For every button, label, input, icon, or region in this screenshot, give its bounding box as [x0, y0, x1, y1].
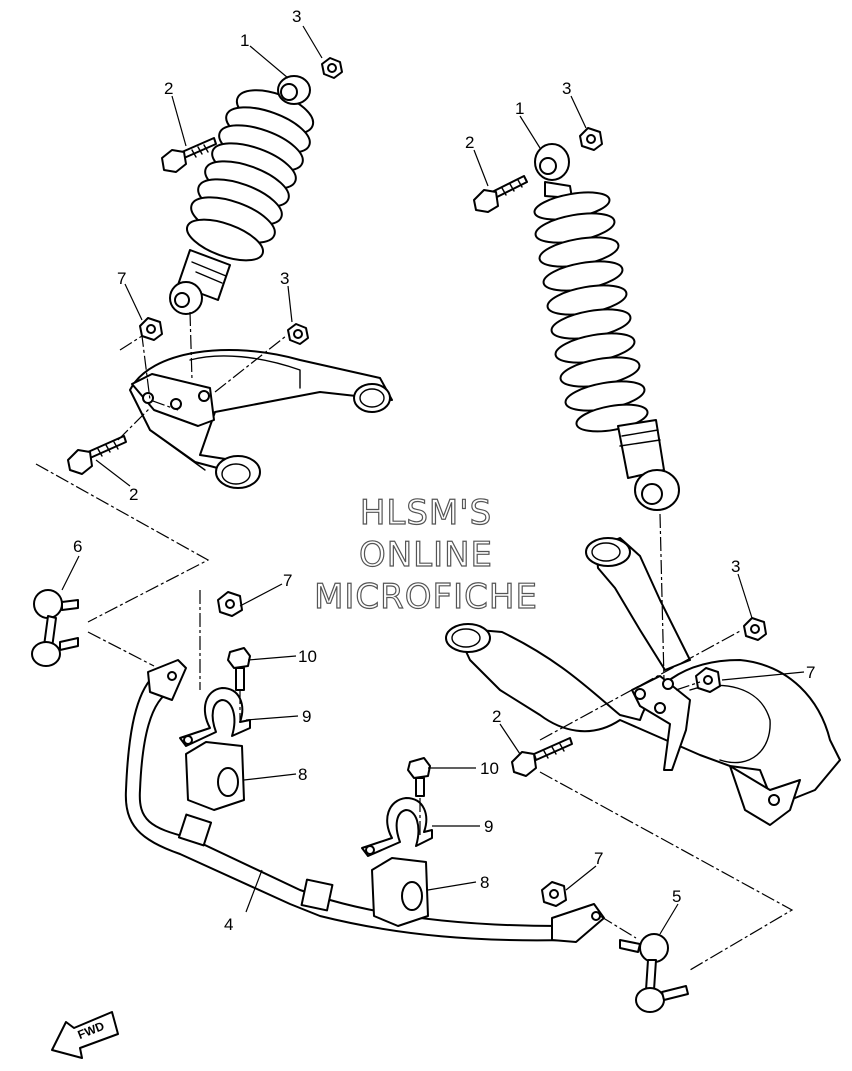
link-6	[31, 589, 79, 667]
left-upper-bolt	[161, 137, 217, 173]
callout-7: 7	[117, 269, 126, 288]
callout-8: 8	[480, 873, 489, 892]
callout-4: 4	[224, 915, 233, 934]
nut-7-right-bar	[541, 881, 567, 907]
watermark-line-2: ONLINE	[359, 535, 493, 575]
link-5	[619, 933, 689, 1013]
callout-10: 10	[480, 759, 499, 778]
callout-2: 2	[492, 707, 501, 726]
leader-lines	[61, 25, 805, 935]
right-upper-bolt	[473, 175, 528, 213]
watermark: HLSM'S ONLINE MICROFICHE	[313, 492, 538, 617]
callout-7: 7	[806, 663, 815, 682]
callout-numbers: 1 3 2 7 3 2 1 3 2 6 7 10 9 8 4 10 9 8 7 …	[73, 7, 815, 934]
callout-2: 2	[465, 133, 474, 152]
callout-10: 10	[298, 647, 317, 666]
left-lower-bolt	[67, 435, 127, 475]
nut-7-left-bar	[217, 591, 243, 617]
callout-2: 2	[164, 79, 173, 98]
bolt-10-left	[227, 647, 251, 691]
bolt-10-right	[407, 757, 431, 797]
left-shock-absorber	[169, 75, 315, 315]
callout-3: 3	[280, 269, 289, 288]
callout-7: 7	[283, 571, 292, 590]
callout-1: 1	[240, 31, 249, 50]
right-shock-absorber	[533, 143, 680, 511]
assembly-lines	[35, 311, 794, 971]
stabilizer-bar	[124, 659, 605, 943]
bracket-9-left	[179, 687, 251, 747]
left-upper-nut	[321, 57, 343, 79]
bracket-9-right	[361, 797, 433, 857]
callout-2: 2	[129, 485, 138, 504]
callout-1: 1	[515, 99, 524, 118]
bushing-8-left	[185, 741, 245, 811]
callout-5: 5	[672, 887, 681, 906]
left-a-arm	[129, 349, 393, 489]
right-nut-7	[695, 667, 721, 693]
callout-7: 7	[594, 849, 603, 868]
callout-3: 3	[292, 7, 301, 26]
watermark-line-1: HLSM'S	[360, 493, 492, 533]
callout-3: 3	[731, 557, 740, 576]
left-lower-nut-3	[287, 323, 309, 345]
watermark-line-3: MICROFICHE	[314, 577, 538, 617]
callout-9: 9	[484, 817, 493, 836]
fwd-arrow-icon: FWD	[51, 1011, 119, 1059]
callout-8: 8	[298, 765, 307, 784]
right-lower-nut-3	[743, 617, 767, 641]
right-lower-bolt	[511, 737, 573, 777]
right-upper-nut	[579, 127, 603, 151]
callout-9: 9	[302, 707, 311, 726]
left-nut-7	[139, 317, 163, 341]
callout-3: 3	[562, 79, 571, 98]
bushing-8-right	[371, 857, 429, 927]
callout-6: 6	[73, 537, 82, 556]
right-a-arm	[445, 537, 841, 826]
